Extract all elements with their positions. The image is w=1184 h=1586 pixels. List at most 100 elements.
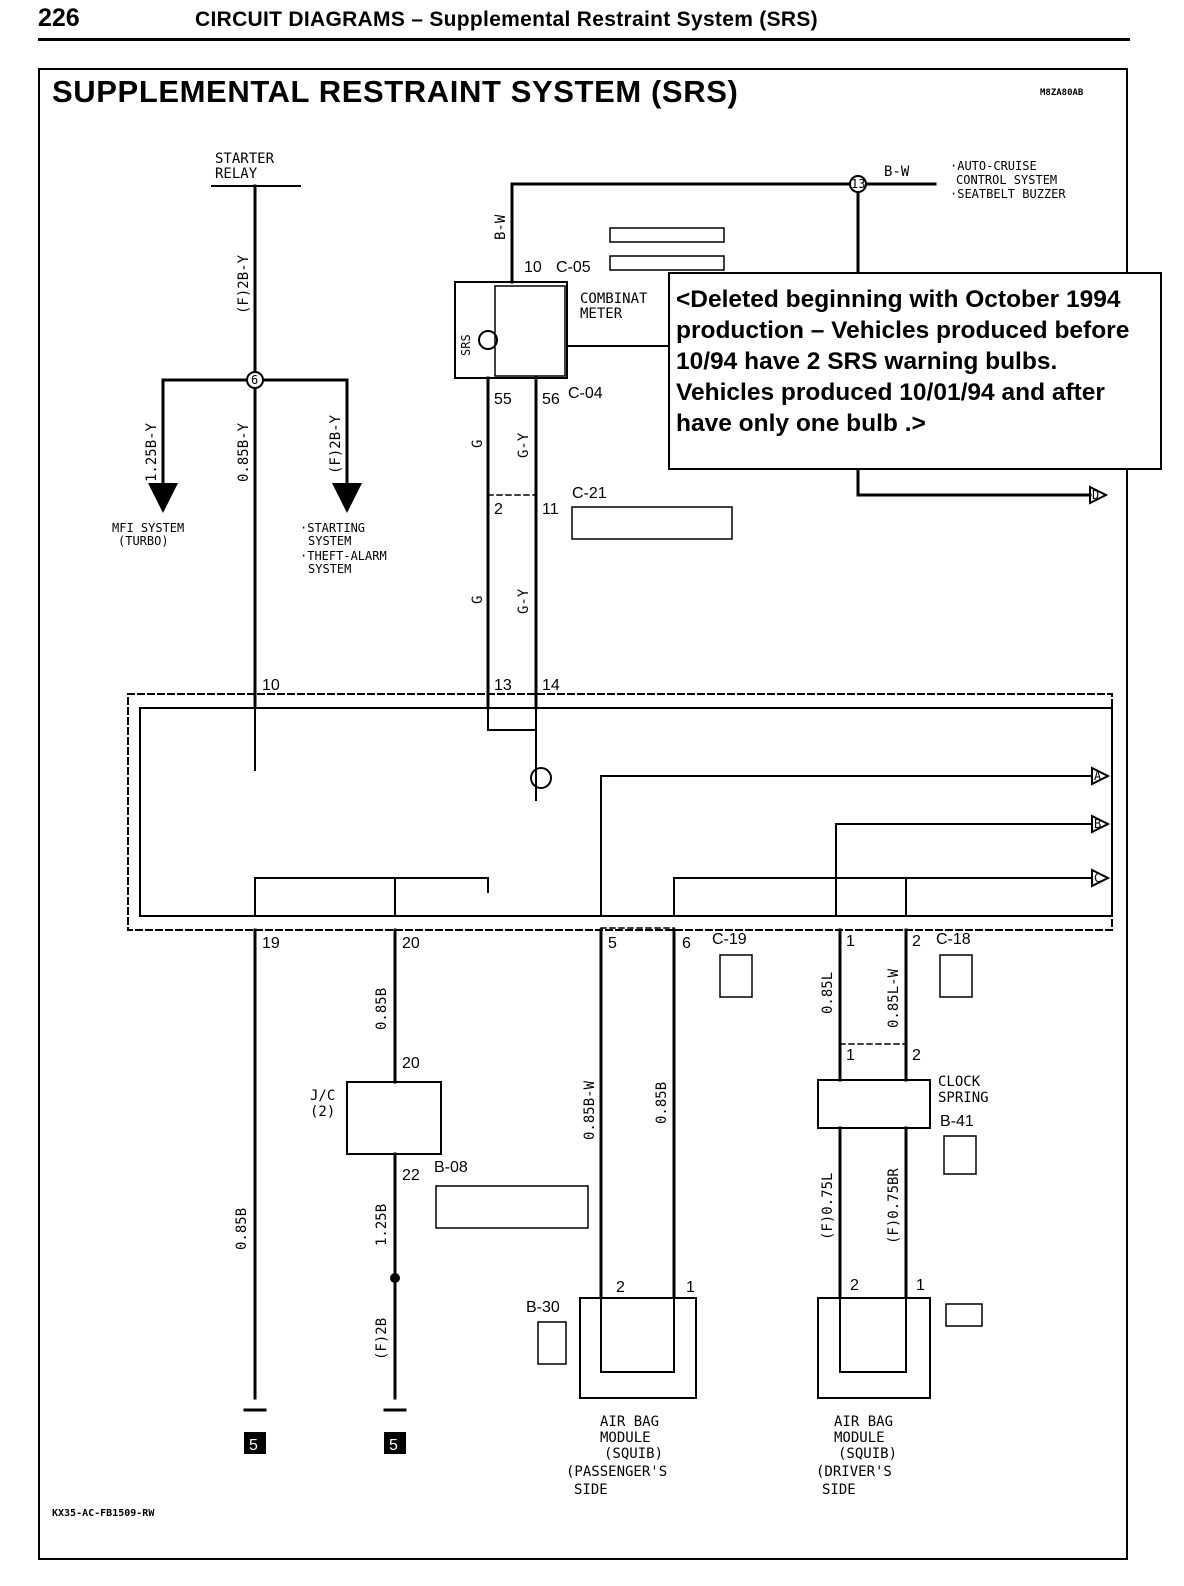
c19-connector-icon <box>719 954 753 998</box>
wire-label-g-top: G <box>470 440 486 448</box>
pin-6: 6 <box>682 935 691 952</box>
pin-11-c21: 11 <box>542 501 559 518</box>
ecu-internal-lamp <box>530 767 552 789</box>
pin-20: 20 <box>402 935 420 952</box>
arrow-d-shape <box>1089 485 1109 505</box>
airbag-driver-label-1: AIR BAG <box>834 1414 893 1430</box>
pin-1-cs: 1 <box>846 1047 855 1064</box>
c19-label: C-19 <box>712 931 747 948</box>
mfi-system-label-1: MFI SYSTEM <box>112 521 184 535</box>
b30-label: B-30 <box>526 1299 560 1316</box>
b41-label: B-41 <box>940 1113 974 1130</box>
pin-19: 19 <box>262 935 280 952</box>
srs-lamp-icon <box>478 330 498 350</box>
pin-2-cs: 2 <box>912 1047 921 1064</box>
wire-label-125by: 1.25B-Y <box>144 422 160 482</box>
starter-relay-label-2: RELAY <box>215 166 258 182</box>
auto-cruise-label-1: ·AUTO-CRUISE <box>950 159 1037 173</box>
diagram-code: M8ZA80AB <box>1040 88 1084 98</box>
diagram-title: SUPPLEMENTAL RESTRAINT SYSTEM (SRS) <box>52 74 739 109</box>
wire-label-f2by-right: (F)2B-Y <box>328 414 344 474</box>
mfi-system-label-2: (TURBO) <box>118 534 169 548</box>
airbag-passenger-label-1: AIR BAG <box>600 1414 659 1430</box>
header-rule <box>38 38 1130 41</box>
starter-relay-label-1: STARTER <box>215 151 275 167</box>
theft-alarm-label-2: SYSTEM <box>308 562 351 576</box>
driver-connector-icon <box>945 1303 983 1327</box>
page-number: 226 <box>38 4 80 32</box>
page-header-title: CIRCUIT DIAGRAMS – Supplemental Restrain… <box>195 8 818 31</box>
wire-label-f075l: (F)0.75L <box>820 1173 836 1240</box>
airbag-passenger-label-5: SIDE <box>574 1482 608 1498</box>
arrow-a-label: A <box>1094 769 1102 783</box>
airbag-driver-label-3: (SQUIB) <box>838 1446 897 1462</box>
splice-dot <box>390 1273 400 1283</box>
airbag-driver-box <box>817 1297 931 1399</box>
arrow-d-label: D <box>1092 488 1099 502</box>
ground-1-icon <box>244 1432 266 1454</box>
auto-cruise-label-2: CONTROL SYSTEM <box>956 173 1057 187</box>
wire-label-085bw: 0.85B-W <box>582 1080 598 1140</box>
pin-10-c05: 10 <box>524 259 542 276</box>
srs-ecu-inner <box>139 707 1113 917</box>
ground-2-icon <box>384 1432 406 1454</box>
wire-label-085b-19: 0.85B <box>234 1208 250 1250</box>
pin-2-b30: 2 <box>616 1279 625 1296</box>
wire-label-bw: B-W <box>493 214 509 240</box>
airbag-driver-squib <box>839 1297 907 1373</box>
joint-6-number: 6 <box>251 373 258 387</box>
starting-system-label-2: SYSTEM <box>308 534 351 548</box>
pin-55: 55 <box>494 391 512 408</box>
c05-connector-icon-2 <box>609 255 725 271</box>
pin-2-c18: 2 <box>912 933 921 950</box>
diagram-frame <box>38 68 1128 1560</box>
footer-code: KX35-AC-FB1509-RW <box>52 1508 155 1519</box>
c05-label: C-05 <box>556 259 591 276</box>
b30-connector-icon <box>537 1321 567 1365</box>
starting-system-label-1: ·STARTING <box>300 521 365 535</box>
ground-2-number: 5 <box>389 1437 398 1454</box>
c18-connector-icon <box>939 954 973 998</box>
joint-13-number: 13 <box>851 177 865 191</box>
pin-1-b30: 1 <box>686 1279 695 1296</box>
pin-13-ecu: 13 <box>494 677 512 694</box>
airbag-driver-label-5: SIDE <box>822 1482 856 1498</box>
wire-label-085b-6: 0.85B <box>654 1082 670 1124</box>
airbag-passenger-label-3: (SQUIB) <box>604 1446 663 1462</box>
pin-2-c21: 2 <box>494 501 503 518</box>
wire-label-085l: 0.85L <box>820 972 836 1014</box>
arrow-a-shape <box>1091 766 1111 786</box>
wire-label-gy-top: G-Y <box>516 432 532 458</box>
page-header: 226 CIRCUIT DIAGRAMS – Supplemental Rest… <box>0 0 1184 50</box>
production-change-note: <Deleted beginning with October 1994 pro… <box>668 272 1162 470</box>
joint-13 <box>849 175 867 193</box>
airbag-driver-label-4: (DRIVER'S <box>816 1464 892 1480</box>
jc-label-2: (2) <box>310 1104 335 1120</box>
wire-label-085lw: 0.85L-W <box>886 968 902 1028</box>
pin-56: 56 <box>542 391 560 408</box>
combination-meter-box <box>454 281 568 379</box>
wire-label-gy-mid: G-Y <box>516 588 532 614</box>
c21-label: C-21 <box>572 485 607 502</box>
airbag-passenger-label-2: MODULE <box>600 1430 651 1446</box>
pin-22-jc: 22 <box>402 1167 420 1184</box>
arrow-c-shape <box>1091 868 1111 888</box>
arrow-b-shape <box>1091 814 1111 834</box>
pin-20-jc: 20 <box>402 1055 420 1072</box>
clock-spring-label-2: SPRING <box>938 1090 989 1106</box>
srs-lamp-label: SRS <box>459 334 473 356</box>
seatbelt-buzzer-label: ·SEATBELT BUZZER <box>950 187 1066 201</box>
jc2-box <box>346 1081 442 1155</box>
pin-1-driver: 1 <box>916 1277 925 1294</box>
c18-label: C-18 <box>936 931 971 948</box>
bw-top-label: B-W <box>884 164 910 180</box>
combination-meter-label-1: COMBINAT <box>580 291 648 307</box>
wire-label-f2by-top: (F)2B-Y <box>236 254 252 314</box>
jc-label-1: J/C <box>310 1088 335 1104</box>
c05-connector-icon <box>609 227 725 243</box>
b41-connector-icon <box>943 1135 977 1175</box>
srs-ecu-outline <box>127 693 1113 931</box>
arrow-c-label: C <box>1094 871 1101 885</box>
wire-label-125b: 1.25B <box>374 1204 390 1246</box>
